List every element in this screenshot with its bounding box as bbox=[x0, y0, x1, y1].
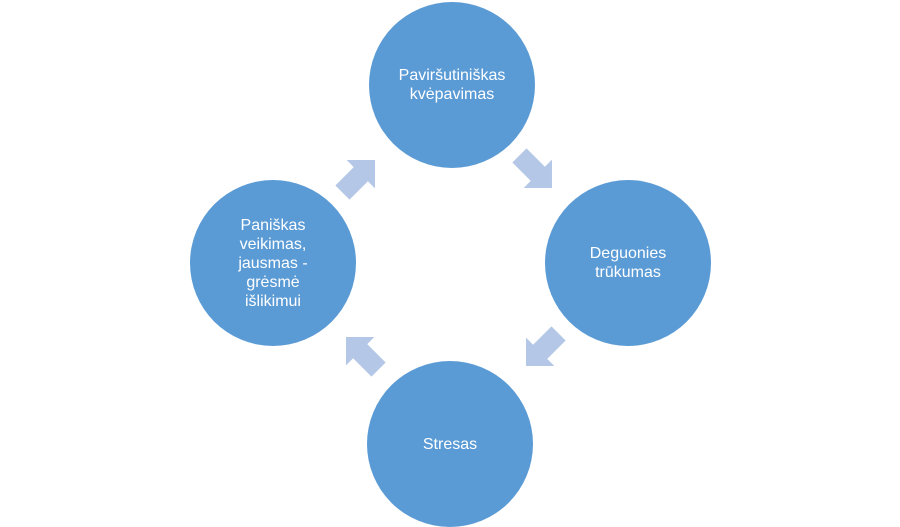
node-stress: Stresas bbox=[367, 361, 533, 527]
arrow-top-to-right bbox=[512, 148, 552, 188]
arrow-bottom-to-left bbox=[346, 337, 386, 377]
arrow-right-to-bottom bbox=[526, 326, 566, 366]
node-label: Stresas bbox=[422, 435, 478, 453]
node-shallow-breathing: Paviršutiniškas kvėpavimas bbox=[369, 2, 535, 168]
node-panic-action: Paniškas veikimas, jausmas - grėsmė išli… bbox=[190, 180, 356, 346]
node-label: Paniškas veikimas, jausmas - grėsmė išli… bbox=[238, 216, 308, 310]
node-label: Paviršutiniškas kvėpavimas bbox=[398, 67, 506, 103]
node-oxygen-deficiency: Deguonies trūkumas bbox=[545, 180, 711, 346]
node-label: Deguonies trūkumas bbox=[589, 245, 667, 281]
arrow-left-to-top bbox=[335, 160, 375, 200]
